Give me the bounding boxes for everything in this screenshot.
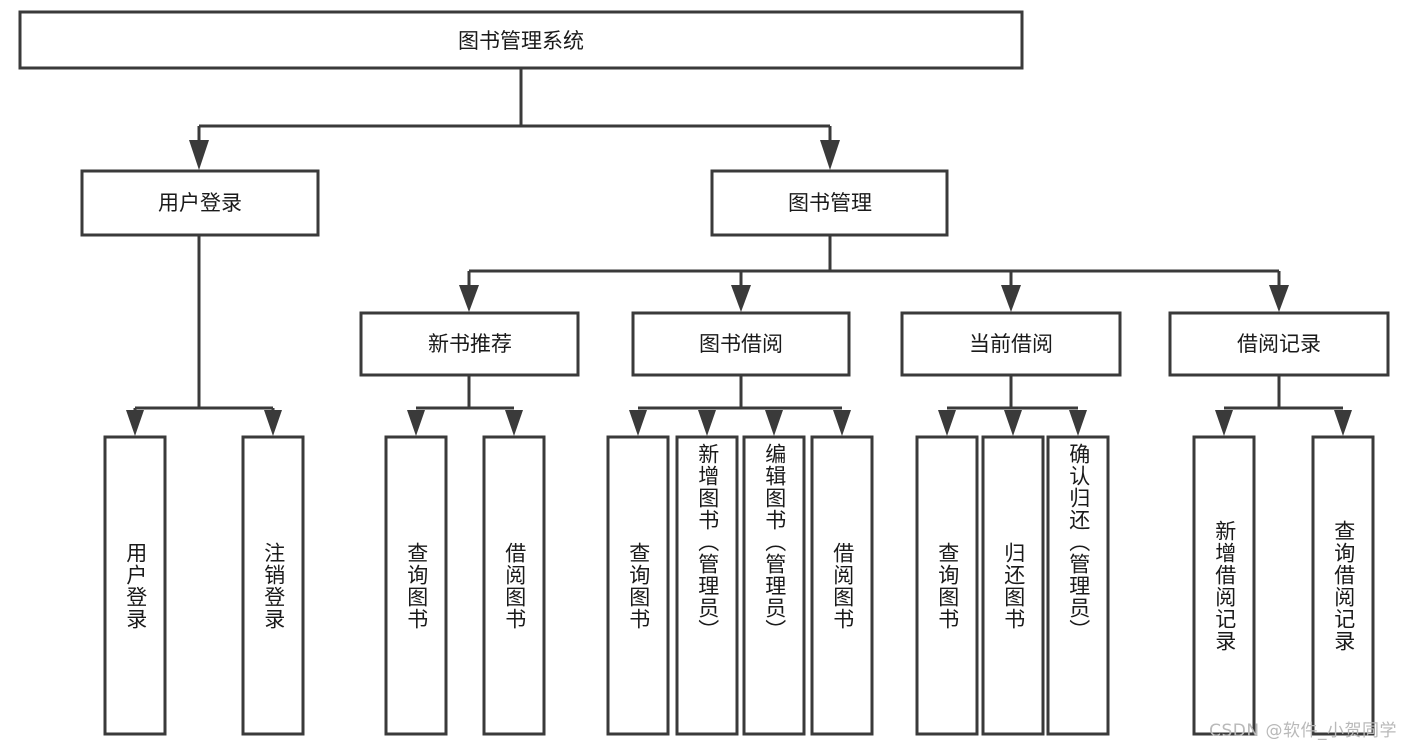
leaf-confirm-return-label-wrap: 确认归还（管理员） xyxy=(1048,437,1108,734)
leaf-edit-book-label-wrap: 编辑图书（管理员） xyxy=(744,437,804,734)
node-root-label: 图书管理系统 xyxy=(458,29,584,53)
node-root-box[interactable] xyxy=(18,10,1024,70)
node-book-borrow[interactable]: 图书借阅 xyxy=(631,311,851,377)
leaf-logout-label: 注销登录 xyxy=(261,541,286,630)
node-current-borrow-box[interactable] xyxy=(900,311,1122,377)
connector-group xyxy=(126,68,1352,436)
leaf-borrow-book-1-label-wrap: 借阅图书 xyxy=(484,437,544,734)
leaf-user-login-label-wrap: 用户登录 xyxy=(105,437,165,734)
arrow-head-leaf-add-book xyxy=(698,410,716,436)
leaf-borrow-book-2-label: 借阅图书 xyxy=(830,541,855,630)
arrow-head-leaf-add-record xyxy=(1215,410,1233,436)
arrow-head-leaf-query-book-2 xyxy=(629,410,647,436)
arrow-head-leaf-query-book-3 xyxy=(938,410,956,436)
leaf-borrow-book-2-box[interactable] xyxy=(810,435,874,736)
arrow-head-leaf-query-record xyxy=(1334,410,1352,436)
node-user-login-label: 用户登录 xyxy=(158,191,242,215)
leaf-logout-label-wrap: 注销登录 xyxy=(243,437,303,734)
leaf-return-book-label: 归还图书 xyxy=(1001,541,1026,630)
arrow-head-book-borrow xyxy=(731,285,751,312)
leaf-query-book-3-label-wrap: 查询图书 xyxy=(917,437,977,734)
leaf-confirm-return-label: 确认归还（管理员） xyxy=(1066,443,1091,641)
node-book-manage-label: 图书管理 xyxy=(788,191,872,215)
arrow-head-borrow-record xyxy=(1269,285,1289,312)
arrow-head-leaf-confirm-return xyxy=(1069,410,1087,436)
leaf-add-record-box[interactable] xyxy=(1192,435,1256,736)
arrow-head-leaf-user-login xyxy=(126,410,144,436)
arrow-head-user-login xyxy=(189,140,209,170)
leaf-query-book-3-label: 查询图书 xyxy=(935,541,960,630)
leaf-edit-book-box[interactable] xyxy=(742,435,806,736)
arrow-head-book-manage xyxy=(820,140,840,170)
leaf-logout-box[interactable] xyxy=(241,435,305,736)
leaf-confirm-return-box[interactable] xyxy=(1046,435,1110,736)
arrow-head-leaf-borrow-book-2 xyxy=(833,410,851,436)
leaf-user-login-label: 用户登录 xyxy=(123,541,148,630)
csdn-watermark: CSDN @软件_小贺同学 xyxy=(1209,721,1397,741)
node-borrow-record-label: 借阅记录 xyxy=(1237,332,1321,356)
leaf-return-book-label-wrap: 归还图书 xyxy=(983,437,1043,734)
node-new-book-recommend[interactable]: 新书推荐 xyxy=(359,311,580,377)
leaf-query-book-2-box[interactable] xyxy=(606,435,670,736)
leaf-add-book-box[interactable] xyxy=(675,435,739,736)
leaf-borrow-book-1-label: 借阅图书 xyxy=(502,541,527,630)
node-book-borrow-label: 图书借阅 xyxy=(699,332,783,356)
node-current-borrow[interactable]: 当前借阅 xyxy=(900,311,1122,377)
arrow-head-current-borrow xyxy=(1001,285,1021,312)
node-user-login-box[interactable] xyxy=(80,169,320,237)
node-book-manage[interactable]: 图书管理 xyxy=(710,169,949,237)
leaf-user-login-box[interactable] xyxy=(103,435,167,736)
leaf-add-book-label-wrap: 新增图书（管理员） xyxy=(677,437,737,734)
leaf-query-book-3-box[interactable] xyxy=(915,435,979,736)
node-new-book-recommend-box[interactable] xyxy=(359,311,580,377)
leaf-borrow-book-1-box[interactable] xyxy=(482,435,546,736)
node-new-book-recommend-label: 新书推荐 xyxy=(428,332,512,356)
leaf-borrow-book-2-label-wrap: 借阅图书 xyxy=(812,437,872,734)
leaf-query-record-label: 查询借阅记录 xyxy=(1331,519,1356,652)
leaf-edit-book-label: 编辑图书（管理员） xyxy=(762,443,787,641)
leaf-query-book-1-box[interactable] xyxy=(384,435,448,736)
node-book-borrow-box[interactable] xyxy=(631,311,851,377)
node-borrow-record[interactable]: 借阅记录 xyxy=(1168,311,1390,377)
leaf-add-book-label: 新增图书（管理员） xyxy=(695,443,720,641)
arrow-head-new-book xyxy=(459,285,479,312)
arrow-head-leaf-edit-book xyxy=(765,410,783,436)
leaf-query-book-2-label-wrap: 查询图书 xyxy=(608,437,668,734)
leaf-add-record-label-wrap: 新增借阅记录 xyxy=(1194,437,1254,734)
node-book-manage-box[interactable] xyxy=(710,169,949,237)
node-current-borrow-label: 当前借阅 xyxy=(969,332,1053,356)
arrow-head-leaf-return-book xyxy=(1004,410,1022,436)
leaf-add-record-label: 新增借阅记录 xyxy=(1212,519,1237,652)
arrow-head-leaf-borrow-book-1 xyxy=(505,410,523,436)
leaf-query-book-1-label-wrap: 查询图书 xyxy=(386,437,446,734)
leaf-query-book-1-label: 查询图书 xyxy=(404,541,429,630)
node-user-login[interactable]: 用户登录 xyxy=(80,169,320,237)
leaf-query-record-label-wrap: 查询借阅记录 xyxy=(1313,437,1373,734)
arrow-head-leaf-logout xyxy=(264,410,282,436)
leaf-query-book-2-label: 查询图书 xyxy=(626,541,651,630)
arrow-head-leaf-query-book-1 xyxy=(407,410,425,436)
leaf-return-book-box[interactable] xyxy=(981,435,1045,736)
node-borrow-record-box[interactable] xyxy=(1168,311,1390,377)
node-root[interactable]: 图书管理系统 xyxy=(18,10,1024,70)
leaf-query-record-box[interactable] xyxy=(1311,435,1375,736)
